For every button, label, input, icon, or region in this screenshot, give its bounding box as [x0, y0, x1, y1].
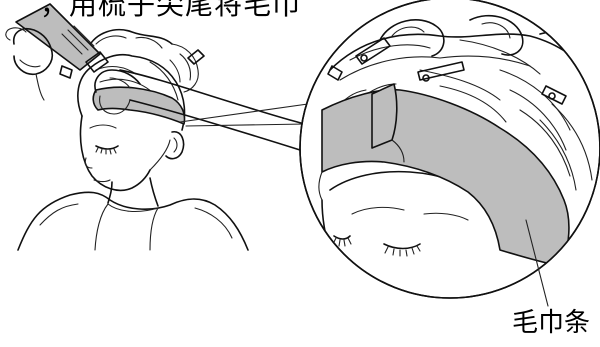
- towel-strip-label: 毛巾条: [512, 308, 590, 338]
- salon-cape: [18, 192, 248, 250]
- callout-line-upper: [180, 102, 322, 122]
- closed-eye: [96, 146, 118, 149]
- client-figure: [6, 4, 340, 250]
- callout-line-lower: [186, 124, 306, 126]
- magnified-detail: [300, 0, 600, 298]
- instruction-caption: ，用梳子尖尾将毛巾: [40, 0, 301, 20]
- towel-strip-small: [93, 87, 184, 124]
